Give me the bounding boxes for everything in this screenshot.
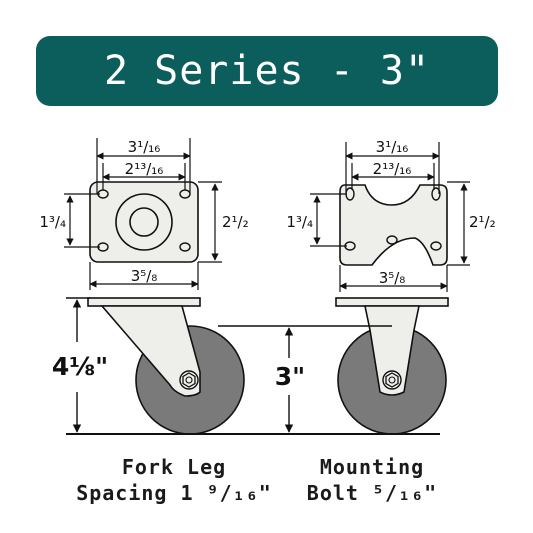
mounting-bolt-caption: Mounting Bolt ⁵/₁₆" [284,454,460,506]
mounting-bolt-line1: Mounting [319,455,425,479]
left-top-plate [89,181,199,263]
left-height-outer-label: 2¹/₂ [222,213,249,231]
left-plate-dimensions [64,138,222,290]
swivel-caster-side-view [87,297,245,435]
left-height-inner-label: 1³/₄ [39,213,66,231]
fork-leg-line2: Spacing 1 ⁹/₁₆" [76,481,272,505]
fork-leg-line1: Fork Leg [121,455,227,479]
side-view-dimensions [66,297,440,435]
right-width-inner-label: 2¹³/₁₆ [373,160,412,178]
right-top-plate [339,184,448,266]
right-height-inner-label: 1³/₄ [286,213,313,231]
mounting-bolt-line2: Bolt ⁵/₁₆" [306,481,438,505]
fork-leg-caption: Fork Leg Spacing 1 ⁹/₁₆" [58,454,290,506]
right-bottom-width-label: 3⁵/₈ [379,269,406,287]
right-height-outer-label: 2¹/₂ [469,213,496,231]
left-width-outer-label: 3¹/₁₆ [128,138,161,156]
overall-height-label: 4⅛" [52,352,108,381]
right-width-outer-label: 3¹/₁₆ [376,138,409,156]
page-title: 2 Series - 3" [103,48,431,94]
left-width-inner-label: 2¹³/₁₆ [125,160,164,178]
left-bottom-width-label: 3⁵/₈ [131,267,158,285]
wheel-height-label: 3" [275,362,305,391]
title-banner: 2 Series - 3" [36,36,498,106]
rigid-caster-side-view [335,297,449,435]
right-plate-dimensions [310,142,470,292]
